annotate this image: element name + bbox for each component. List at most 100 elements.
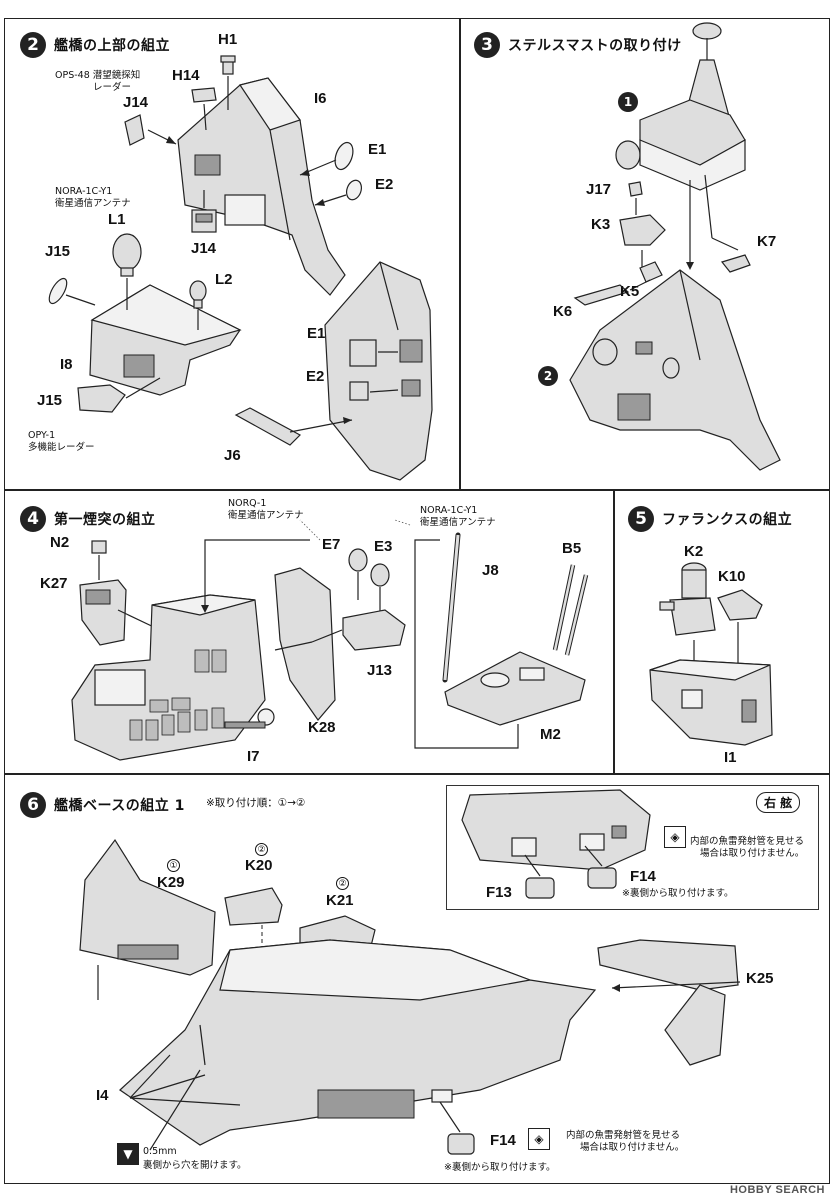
note-ops48-2: レーダー: [93, 82, 132, 93]
part-i6-drawing: [177, 77, 346, 296]
step3-heading: 3 ステルスマストの取り付け: [474, 32, 682, 58]
label-k21: K21: [326, 892, 354, 909]
stealth-mast-drawing: [615, 22, 746, 191]
order-mark-k21: ②: [336, 877, 349, 890]
panel-step6: [4, 774, 830, 1184]
starboard-inset: [446, 785, 819, 910]
part-i1-drawing: [649, 659, 773, 746]
label-k27: K27: [40, 575, 68, 592]
order-mark-k29: ①: [167, 859, 180, 872]
label-e1-top: E1: [368, 141, 387, 158]
no-install-icon-bottom: ◈: [528, 1128, 550, 1150]
inset-note-1b: 場合は取り付けません。: [700, 848, 805, 859]
note-nora-2: 衛星通信アンテナ: [55, 198, 131, 209]
label-e2-top: E2: [375, 176, 394, 193]
inset-note-2: ※裏側から取り付けます。: [622, 888, 734, 899]
label-n2: N2: [50, 534, 70, 551]
part-i7-drawing: [71, 594, 275, 761]
label-i4: I4: [96, 1087, 109, 1104]
panel-step4: [4, 490, 614, 774]
step4-heading: 4 第一煙突の組立: [20, 506, 156, 532]
step2-title: 艦橋の上部の組立: [54, 38, 170, 54]
label-i8: I8: [60, 356, 73, 373]
phalanx-drawing: [659, 562, 716, 636]
step6-number: 6: [20, 792, 46, 818]
panel-step5: [614, 490, 830, 774]
note-norq-2: 衛星通信アンテナ: [228, 510, 304, 521]
label-j17: J17: [586, 181, 612, 198]
label-k5: K5: [620, 283, 640, 300]
step3-ref-1: 1: [618, 92, 638, 112]
bottom-note-1: 内部の魚雷発射管を見せる: [566, 1130, 681, 1141]
label-h1: H1: [218, 31, 238, 48]
label-j15-left: J15: [45, 243, 71, 260]
step4-number: 4: [20, 506, 46, 532]
label-m2: M2: [540, 726, 561, 743]
inset-starboard-drawing: [461, 789, 651, 899]
label-l1: L1: [108, 211, 126, 228]
assembled-bridge-step3-drawing: [569, 269, 781, 471]
step2-number: 2: [20, 32, 46, 58]
inset-label-f13: F13: [486, 884, 512, 901]
step5-title: ファランクスの組立: [662, 512, 793, 528]
step4-title: 第一煙突の組立: [54, 512, 156, 528]
label-e2-bottom: E2: [306, 368, 325, 385]
assembled-bridge-drawing: [324, 261, 433, 481]
note-opy-2: 多機能レーダー: [28, 442, 95, 453]
part-k25-drawing: [597, 939, 739, 1066]
starboard-badge: 右 舷: [756, 792, 801, 813]
label-k28: K28: [308, 719, 336, 736]
label-k7: K7: [757, 233, 777, 250]
label-e3: E3: [374, 538, 393, 555]
bottom-note-1b: 場合は取り付けません。: [580, 1142, 685, 1153]
label-k10: K10: [718, 568, 746, 585]
note-ops48: OPS-48 潜望鏡探知: [55, 70, 141, 81]
label-j15-bottom: J15: [37, 392, 63, 409]
step6-title: 艦橋ベースの組立 1: [54, 798, 185, 814]
note-nora-step4: NORA-1C-Y1: [420, 505, 478, 516]
part-m2-drawing: [444, 651, 586, 726]
label-k3: K3: [591, 216, 611, 233]
label-e1-bottom: E1: [307, 325, 326, 342]
label-k25: K25: [746, 970, 774, 987]
note-norq: NORQ-1: [228, 498, 267, 509]
panel-step2: [4, 18, 460, 490]
label-k20: K20: [245, 857, 273, 874]
label-b5: B5: [562, 540, 582, 557]
label-j13: J13: [367, 662, 393, 679]
note-opy: OPY-1: [28, 430, 56, 441]
label-k6: K6: [553, 303, 573, 320]
note-nora-step4-2: 衛星通信アンテナ: [420, 517, 496, 528]
part-i4-hull-drawing: [119, 939, 597, 1146]
step3-ref-2: 2: [538, 366, 558, 386]
label-l2: L2: [215, 271, 233, 288]
hobby-search-watermark: HOBBY SEARCH: [729, 1184, 825, 1196]
drill-size: 0.5mm: [143, 1146, 177, 1157]
label-i6: I6: [314, 90, 327, 107]
no-install-icon: ◈: [664, 826, 686, 848]
order-mark-k20: ②: [255, 843, 268, 856]
label-k29: K29: [157, 874, 185, 891]
drill-text: 裏側から穴を開けます。: [143, 1160, 247, 1171]
step3-number: 3: [474, 32, 500, 58]
part-i8-drawing: [89, 284, 242, 396]
label-i7: I7: [247, 748, 260, 765]
inset-label-f14: F14: [630, 868, 656, 885]
drill-icon: ▼: [117, 1143, 139, 1165]
label-i1: I1: [724, 749, 737, 766]
label-e7: E7: [322, 536, 341, 553]
bottom-note-2: ※裏側から取り付けます。: [444, 1162, 556, 1173]
label-j14-bottom: J14: [191, 240, 217, 257]
label-j8: J8: [482, 562, 499, 579]
label-j14-top: J14: [123, 94, 149, 111]
inset-note-1: 内部の魚雷発射管を見せる: [690, 836, 805, 847]
step6-heading: 6 艦橋ベースの組立 1: [20, 792, 185, 818]
panel-step3: [460, 18, 830, 490]
label-h14: H14: [172, 67, 200, 84]
step2-heading: 2 艦橋の上部の組立: [20, 32, 170, 58]
step3-title: ステルスマストの取り付け: [508, 38, 682, 54]
label-j6: J6: [224, 447, 241, 464]
label-f14: F14: [490, 1132, 516, 1149]
label-k2: K2: [684, 543, 704, 560]
